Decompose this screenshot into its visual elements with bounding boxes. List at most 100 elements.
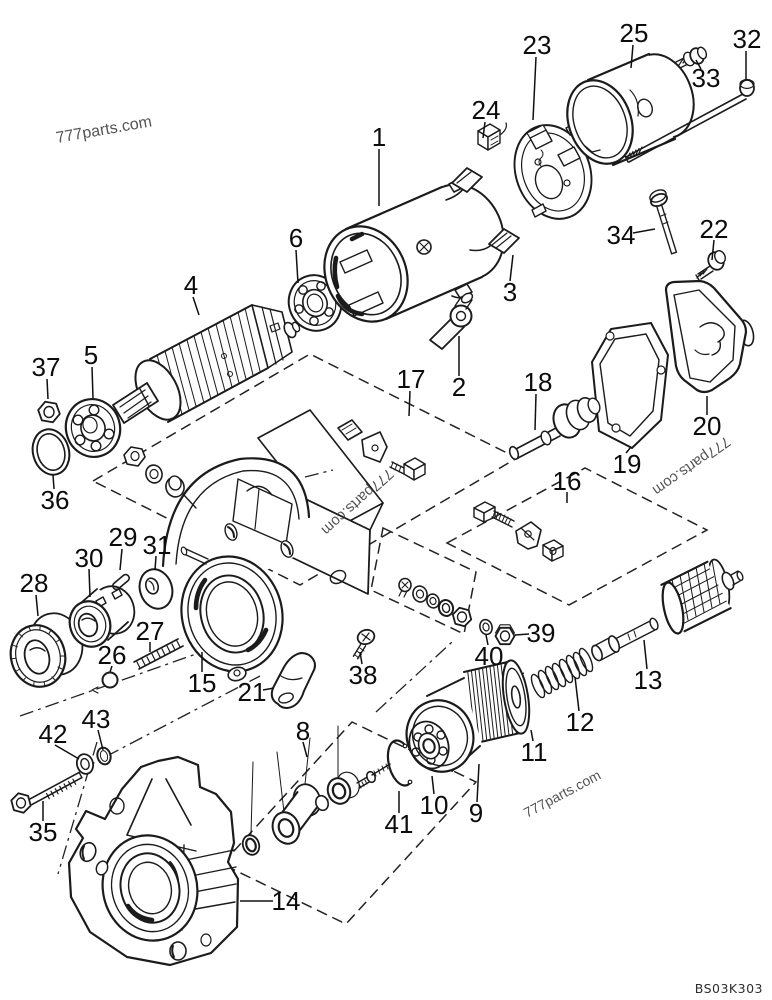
part-label-6: 6 [289,223,303,253]
part-label-8: 8 [296,716,310,746]
part-label-20: 20 [693,411,722,441]
drawing-code: BS03K303 [695,981,763,996]
part-label-15: 15 [188,668,217,698]
part-leader-39 [514,633,530,636]
part-label-36: 36 [41,485,70,515]
part-leader-21 [262,687,275,691]
part-label-33: 33 [692,63,721,93]
part-label-37: 37 [32,352,61,382]
part-leader-26 [109,665,113,673]
part-leader-5 [91,366,94,399]
watermark-4: 777parts.com [521,767,603,821]
armature-drawing [112,304,301,424]
part-label-11: 11 [521,737,548,767]
part-leader-29 [119,548,123,571]
part-label-32: 32 [733,24,762,54]
part-label-10: 10 [420,790,449,820]
part-label-2: 2 [452,372,466,402]
pin-29-drawing [111,573,131,591]
part-label-1: 1 [372,122,386,152]
part-label-35: 35 [29,817,58,847]
snap-ring-41-drawing [371,739,413,787]
part-label-12: 12 [566,707,595,737]
part-label-38: 38 [349,660,378,690]
part-leader-18 [534,393,537,431]
part-label-21: 21 [238,677,267,707]
end-cover-drawing [566,52,695,167]
brush-24-drawing [477,122,507,151]
shaft-13-drawing [591,558,744,662]
part-label-28: 28 [20,568,49,598]
part-leader-43 [97,729,104,751]
disc-31-drawing [138,568,174,610]
part-label-17: 17 [397,364,426,394]
part-label-3: 3 [503,277,517,307]
part-label-43: 43 [82,704,111,734]
part-label-40: 40 [475,641,504,671]
terminal-drawing [429,292,474,350]
center-housing-drawing [161,409,384,682]
box17-fasteners-drawing [123,419,426,498]
spring-12-drawing [530,647,594,699]
part-leader-28 [35,594,39,617]
part-label-18: 18 [524,367,553,397]
plunger-18-drawing [508,397,601,461]
part-leader-40 [485,634,489,646]
bolt-38-drawing [352,628,376,660]
part-leader-34 [632,228,656,234]
part-label-5: 5 [84,340,98,370]
part-label-16: 16 [553,466,582,496]
part-label-30: 30 [75,543,104,573]
elbow-21-drawing [270,652,316,709]
fastener-row-drawing [398,577,516,646]
o-ring-43-drawing [96,746,112,766]
yoke-drawing [323,176,505,323]
part-leader-38 [359,651,363,665]
part-label-13: 13 [634,665,663,695]
part-leader-22 [711,239,715,261]
washer-42-drawing [75,753,95,775]
part-leader-25 [630,44,634,69]
part-label-22: 22 [700,214,729,244]
part-label-27: 27 [136,616,165,646]
part-leader-13 [643,639,648,670]
part-leader-10 [431,775,435,795]
through-bolt-32-drawing [624,78,755,163]
part-leader-8 [302,741,308,758]
part-leader-33 [695,59,702,70]
lead-pads-drawing [451,167,520,254]
clutch-drum-drawing [405,659,531,773]
part-leader-36 [52,474,55,490]
part-leader-23 [532,56,537,121]
bolt-33-drawing [675,46,708,69]
part-label-19: 19 [613,449,642,479]
part-leader-3 [509,254,514,282]
gasket-19-drawing [591,322,669,449]
part-label-14: 14 [272,886,301,916]
part-label-4: 4 [184,270,198,300]
part-leader-6 [295,249,299,284]
part-label-39: 39 [527,618,556,648]
part-label-24: 24 [472,95,501,125]
nut-37-drawing [37,400,61,424]
box16-fasteners-drawing [473,501,564,562]
bearing-5-drawing [64,398,122,458]
watermark-3: 777parts.com [649,433,733,499]
part-label-31: 31 [143,530,172,560]
part-label-41: 41 [385,809,414,839]
bolt-35-drawing [10,771,83,814]
cover-20-drawing [664,279,755,394]
coupling-30-drawing [68,585,136,648]
stud-27-drawing [133,638,184,670]
part-leader-4 [192,296,200,316]
part-label-9: 9 [469,798,483,828]
part-label-34: 34 [607,220,636,250]
part-leader-11 [530,729,534,742]
part-leader-19 [625,446,632,454]
part-label-25: 25 [620,18,649,48]
screw-34-drawing [649,189,678,255]
part-leader-37 [46,378,49,400]
